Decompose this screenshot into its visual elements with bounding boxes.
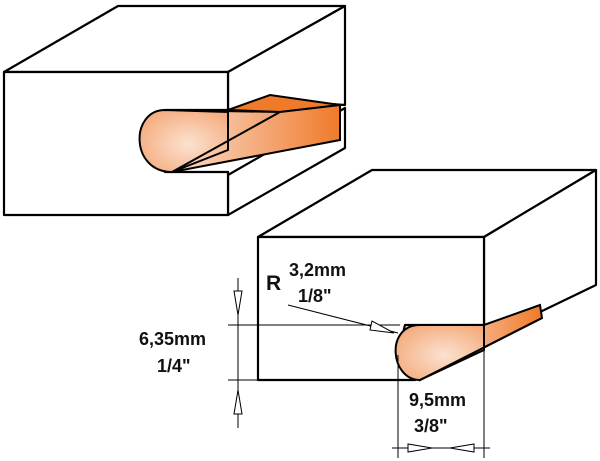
height-arrow-top — [233, 290, 243, 316]
radius-metric: 3,2mm — [289, 260, 346, 280]
bottom-block — [256, 168, 598, 382]
width-imperial: 3/8" — [414, 416, 448, 436]
height-metric: 6,35mm — [139, 329, 206, 349]
top-groove-cove — [138, 108, 229, 174]
height-imperial: 1/4" — [157, 356, 191, 376]
dimension-lines — [228, 278, 490, 458]
width-metric: 9,5mm — [409, 390, 466, 410]
height-arrow-bottom — [233, 389, 243, 415]
top-block-groove — [138, 93, 341, 174]
width-arrow-right — [449, 443, 475, 453]
radius-arrow — [369, 320, 395, 334]
width-arrow-left — [407, 443, 433, 453]
radius-imperial: 1/8" — [298, 286, 332, 306]
bottom-block-cove — [394, 303, 544, 382]
top-block — [2, 4, 347, 217]
bottom-cove-end — [394, 324, 485, 382]
radius-prefix: R — [266, 272, 281, 295]
